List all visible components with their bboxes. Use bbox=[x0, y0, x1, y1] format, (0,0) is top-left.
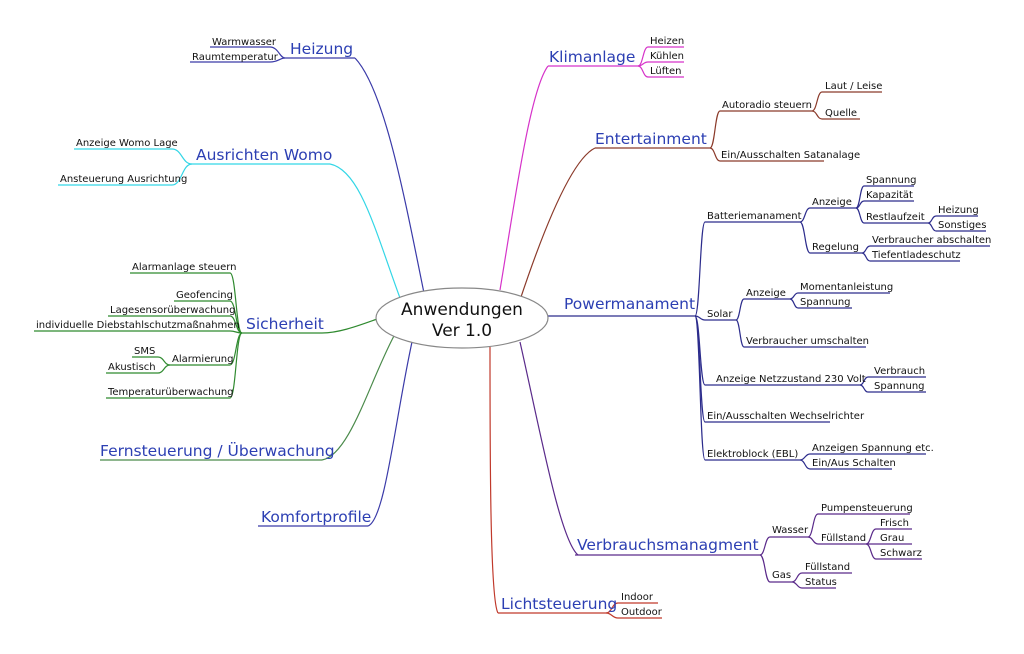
node-alarmierung: Alarmierung bbox=[172, 354, 234, 365]
branch-fernsteuerung: Fernsteuerung / Überwachung bbox=[100, 441, 335, 460]
node-grau: Grau bbox=[880, 533, 904, 544]
node-batt-spannung: Spannung bbox=[866, 175, 917, 186]
node-quelle: Quelle bbox=[825, 108, 857, 119]
branch-lines-entertainment bbox=[519, 91, 882, 301]
node-wechselrichter: Ein/Ausschalten Wechselrichter bbox=[707, 411, 865, 422]
node-solar-spannung: Spannung bbox=[800, 297, 851, 308]
branch-klima: Klimanlage bbox=[549, 48, 635, 66]
node-gas: Gas bbox=[772, 570, 791, 581]
center-node bbox=[375, 287, 549, 349]
node-status: Status bbox=[805, 577, 837, 588]
node-batteriemanament: Batteriemanament bbox=[707, 211, 802, 222]
node-akustisch: Akustisch bbox=[108, 362, 156, 373]
node-restlaufzeit: Restlaufzeit bbox=[866, 212, 925, 223]
node-solar-anzeige: Anzeige bbox=[746, 288, 786, 299]
branch-lines-fernsteuerung bbox=[100, 333, 396, 461]
node-regelung: Regelung bbox=[812, 242, 859, 253]
node-tiefentladeschutz: Tiefentladeschutz bbox=[871, 250, 961, 261]
node-temperaturueberwachung: Temperaturüberwachung bbox=[107, 387, 234, 398]
node-laut-leise: Laut / Leise bbox=[825, 81, 882, 92]
branch-lines-heizung bbox=[190, 46, 426, 299]
node-rl-sonstiges: Sonstiges bbox=[938, 220, 986, 231]
node-netzzustand: Anzeige Netzzustand 230 Volt bbox=[716, 374, 866, 385]
branch-lines-licht bbox=[489, 346, 662, 619]
node-batt-anzeige: Anzeige bbox=[812, 197, 852, 208]
branch-komfort: Komfortprofile bbox=[261, 508, 371, 526]
node-anzeige-womo-lage: Anzeige Womo Lage bbox=[76, 138, 178, 149]
node-verbraucher-umschalten: Verbraucher umschalten bbox=[746, 336, 869, 347]
center-version: Ver 1.0 bbox=[432, 321, 492, 341]
node-ansteuerung-ausrichtung: Ansteuerung Ausrichtung bbox=[60, 174, 187, 185]
branch-power: Powermanament bbox=[564, 295, 695, 313]
branch-sicherheit: Sicherheit bbox=[246, 315, 324, 333]
branch-lines-komfort bbox=[258, 341, 413, 527]
node-warmwasser: Warmwasser bbox=[212, 37, 277, 48]
branch-heizung: Heizung bbox=[290, 40, 353, 58]
branch-lines-ausrichten bbox=[58, 148, 401, 299]
node-netz-verbrauch: Verbrauch bbox=[874, 366, 925, 377]
branch-ausrichten: Ausrichten Womo bbox=[196, 146, 332, 164]
node-lagesensor: Lagesensorüberwachung bbox=[110, 305, 235, 316]
node-ebl-anzeigen: Anzeigen Spannung etc. bbox=[812, 443, 934, 454]
branch-licht: Lichtsteuerung bbox=[501, 595, 617, 613]
node-ebl-ein-aus: Ein/Aus Schalten bbox=[812, 458, 896, 469]
branch-lines-power bbox=[548, 185, 990, 470]
node-schwarz: Schwarz bbox=[880, 548, 922, 559]
branch-lines-klima bbox=[499, 46, 684, 291]
node-autoradio: Autoradio steuern bbox=[722, 100, 812, 111]
node-indoor: Indoor bbox=[621, 592, 654, 603]
node-verbraucher-abschalten: Verbraucher abschalten bbox=[872, 235, 991, 246]
branch-entertainment: Entertainment bbox=[595, 130, 707, 148]
node-sms: SMS bbox=[134, 346, 155, 357]
node-lueften: Lüften bbox=[650, 66, 682, 77]
node-fuellstand-wasser: Füllstand bbox=[821, 533, 866, 544]
node-solar: Solar bbox=[707, 309, 733, 320]
node-kapazitaet: Kapazität bbox=[866, 190, 913, 201]
node-heizen: Heizen bbox=[650, 36, 684, 47]
node-netz-spannung: Spannung bbox=[874, 381, 925, 392]
node-raumtemperatur: Raumtemperatur bbox=[192, 52, 279, 63]
node-geofencing: Geofencing bbox=[176, 290, 233, 301]
center-title: Anwendungen bbox=[401, 300, 523, 320]
node-alarmanlage: Alarmanlage steuern bbox=[132, 262, 237, 273]
node-momentanleistung: Momentanleistung bbox=[800, 282, 893, 293]
node-frisch: Frisch bbox=[880, 518, 909, 529]
branch-lines-sicherheit bbox=[34, 272, 381, 399]
node-rl-heizung: Heizung bbox=[938, 205, 979, 216]
node-satanlage: Ein/Ausschalten Satanalage bbox=[721, 150, 860, 161]
branch-lines-verbrauch bbox=[519, 341, 922, 589]
node-elektroblock: Elektroblock (EBL) bbox=[707, 449, 798, 460]
node-fuellstand-gas: Füllstand bbox=[805, 562, 850, 573]
node-pumpensteuerung: Pumpensteuerung bbox=[821, 503, 913, 514]
node-outdoor: Outdoor bbox=[621, 607, 663, 618]
branch-verbrauch: Verbrauchsmanagment bbox=[577, 536, 759, 554]
node-wasser: Wasser bbox=[772, 525, 809, 536]
node-kuehlen: Kühlen bbox=[650, 51, 684, 62]
node-diebstahlschutz: individuelle Diebstahlschutzmaßnahmen bbox=[36, 320, 240, 331]
